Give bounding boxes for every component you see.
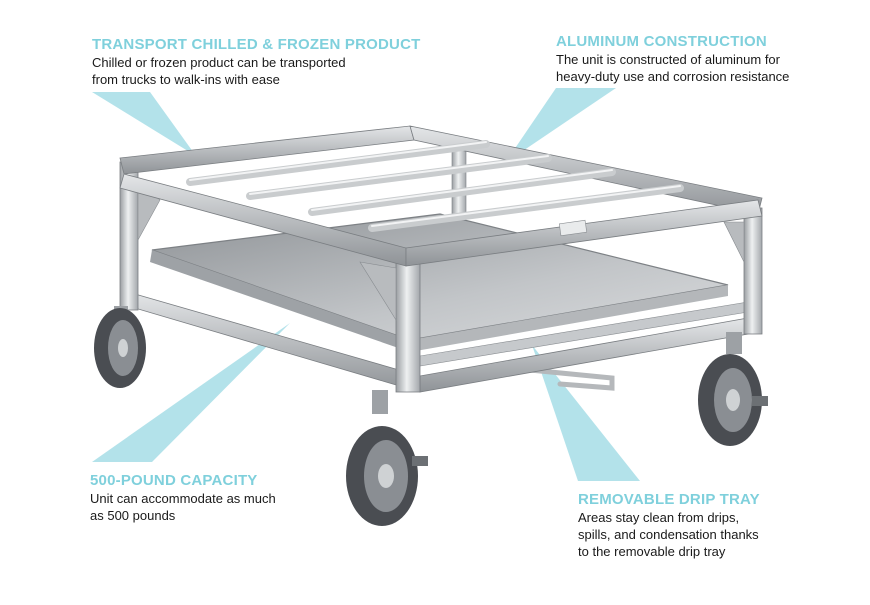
callout-line: Unit can accommodate as much [90,491,276,506]
callout-description: Areas stay clean from drips, spills, and… [578,509,760,560]
callout-line: The unit is constructed of aluminum for [556,52,780,67]
caster-front-left [346,390,428,526]
callout-line: Chilled or frozen product can be transpo… [92,55,346,70]
callout-capacity: 500-POUND CAPACITY Unit can accommodate … [90,472,276,524]
callout-transport: TRANSPORT CHILLED & FROZEN PRODUCT Chill… [92,36,420,88]
pointer-capacity [92,323,290,462]
callout-title: TRANSPORT CHILLED & FROZEN PRODUCT [92,36,421,53]
callout-line: spills, and condensation thanks [578,527,759,542]
top-frame [119,125,763,267]
drip-tray [150,213,729,391]
callout-title: REMOVABLE DRIP TRAY [578,491,760,508]
callout-line: heavy-duty use and corrosion resistance [556,69,790,84]
callout-aluminum: ALUMINUM CONSTRUCTION The unit is constr… [556,33,789,85]
callout-description: Chilled or frozen product can be transpo… [92,54,420,88]
callout-line: Areas stay clean from drips, [578,510,740,525]
pointer-aluminum [505,88,616,163]
caster-front-right [698,332,768,446]
callout-title: 500-POUND CAPACITY [90,472,258,489]
callout-description: The unit is constructed of aluminum for … [556,51,789,85]
pointer-transport [92,92,196,156]
callout-description: Unit can accommodate as much as 500 poun… [90,490,276,524]
callout-title: ALUMINUM CONSTRUCTION [556,33,767,50]
callout-line: as 500 pounds [90,508,176,523]
caster-rear-left [94,306,146,388]
pointer-tray [532,345,640,481]
callout-line: to the removable drip tray [578,544,726,559]
callout-drip-tray: REMOVABLE DRIP TRAY Areas stay clean fro… [578,491,760,560]
callout-line: from trucks to walk-ins with ease [92,72,280,87]
